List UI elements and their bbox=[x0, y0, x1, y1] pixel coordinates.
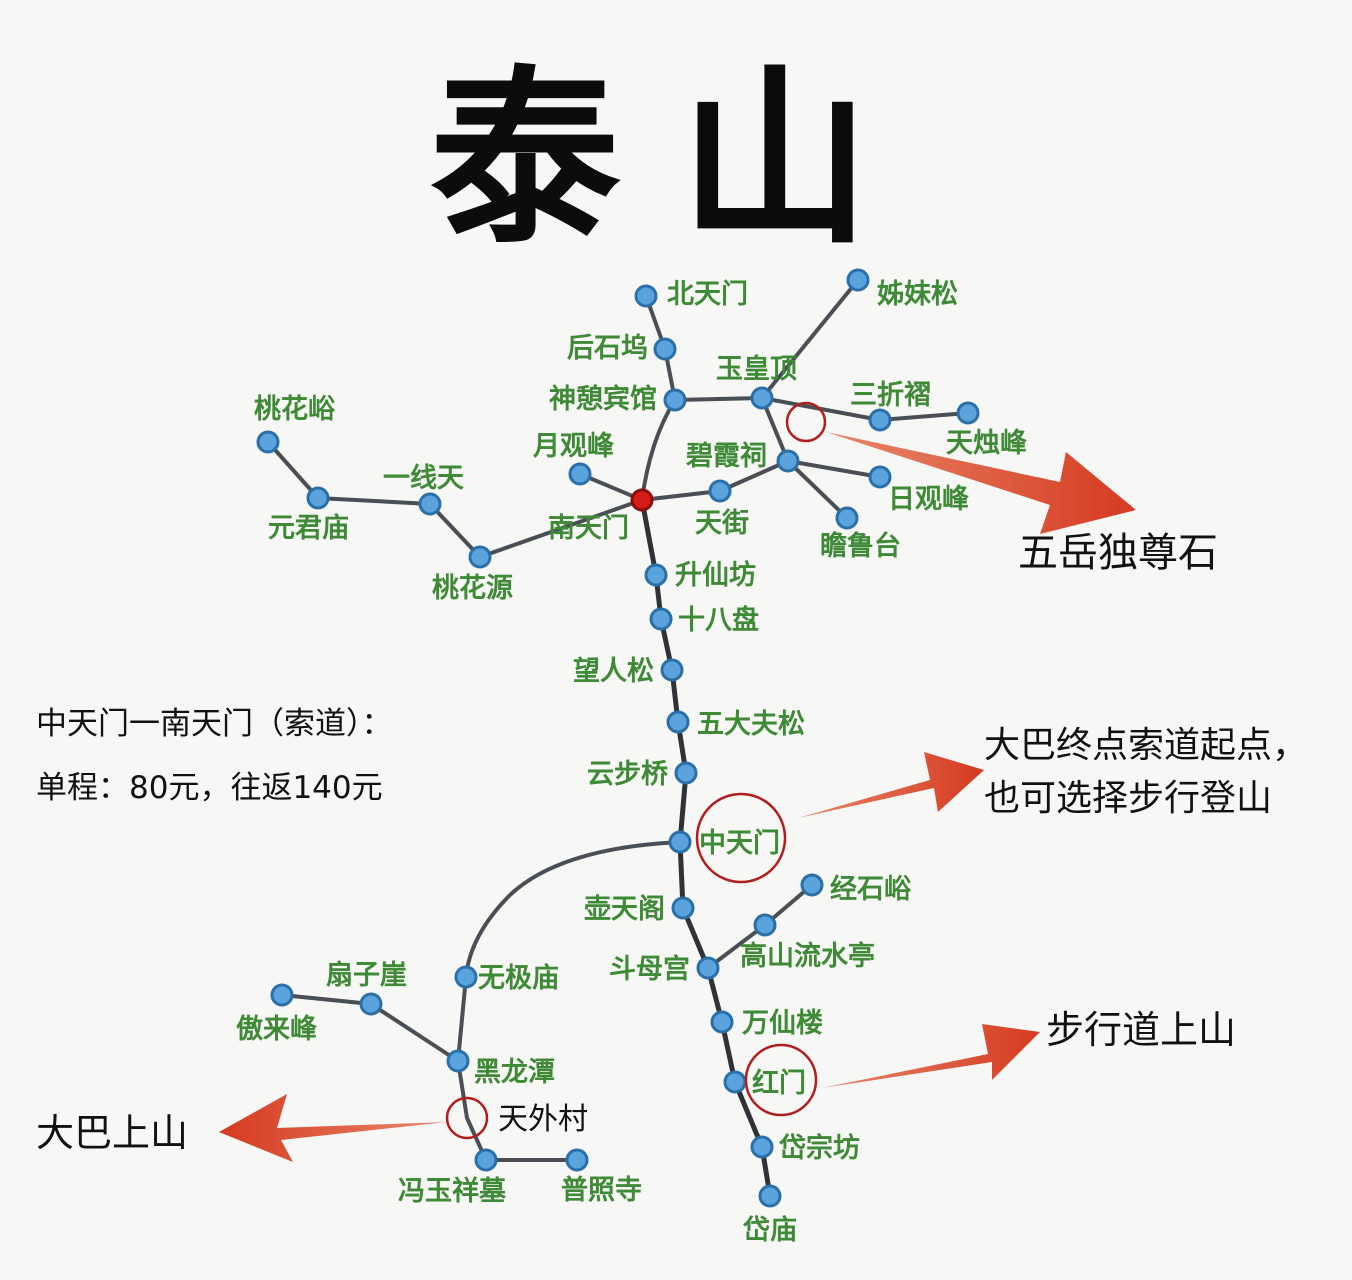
station-node bbox=[644, 563, 668, 587]
station-labels: 北天门 姊妹松 后石坞 玉皇顶 神憩宾馆 三折褶 桃花峪 天烛峰 月观峰 碧霞祠… bbox=[236, 279, 1027, 1246]
wuyue-arrow bbox=[826, 432, 1136, 534]
station-node bbox=[846, 268, 870, 292]
station-label-yuhuangding: 玉皇顶 bbox=[716, 354, 797, 385]
station-label-daimiao: 岱庙 bbox=[742, 1214, 797, 1246]
station-node bbox=[956, 401, 980, 425]
hongmen-arrow bbox=[822, 1024, 1040, 1088]
station-node bbox=[649, 607, 673, 631]
station-label-houshiwu: 后石坞 bbox=[567, 332, 648, 364]
station-label-gaoshanliushuiting: 高山流水亭 bbox=[740, 940, 875, 972]
station-label-yixiantian: 一线天 bbox=[383, 463, 464, 494]
station-node bbox=[666, 710, 690, 734]
station-label-wanxianlou: 万仙楼 bbox=[742, 1008, 823, 1039]
station-node bbox=[634, 284, 658, 308]
station-node bbox=[868, 408, 892, 432]
station-node bbox=[710, 1010, 734, 1034]
station-label-fengyuxiangmu: 冯玉祥墓 bbox=[398, 1175, 507, 1207]
station-label-bixiaci: 碧霞祠 bbox=[685, 441, 767, 472]
station-node bbox=[668, 830, 692, 854]
bus-end-note-line1: 大巴终点索道起点， bbox=[984, 725, 1308, 766]
station-label-hongmen: 红门 bbox=[752, 1067, 806, 1099]
station-node bbox=[565, 1148, 589, 1172]
station-node bbox=[663, 388, 687, 412]
station-label-tianwaicun: 天外村 bbox=[498, 1102, 588, 1137]
station-node bbox=[474, 1148, 498, 1172]
station-node bbox=[674, 761, 698, 785]
map-title: 泰山 bbox=[430, 47, 930, 270]
station-label-shanziya: 扇子崖 bbox=[326, 959, 407, 991]
station-node bbox=[800, 873, 824, 897]
station-label-wangrensong: 望人松 bbox=[573, 656, 654, 687]
annotation-texts: 五岳独尊石 大巴终点索道起点， 也可选择步行登山 中天门一南天门（索道）： 单程… bbox=[36, 530, 1308, 1155]
station-label-jingshiyu: 经石峪 bbox=[830, 873, 912, 905]
highlight-rings bbox=[445, 401, 827, 1140]
zhongtianmen-arrow bbox=[798, 752, 984, 818]
station-node bbox=[306, 486, 330, 510]
station-node bbox=[468, 545, 492, 569]
station-node bbox=[835, 506, 859, 530]
station-label-yueguanfeng: 月观峰 bbox=[532, 431, 614, 462]
station-label-yuanjunmiao: 元君庙 bbox=[268, 512, 349, 544]
station-node bbox=[270, 983, 294, 1007]
station-node bbox=[776, 449, 800, 473]
station-node bbox=[868, 465, 892, 489]
station-node bbox=[758, 1184, 782, 1208]
station-node bbox=[750, 1135, 774, 1159]
wuyue-stone-label: 五岳独尊石 bbox=[1018, 530, 1218, 576]
bus-up-arrow bbox=[219, 1094, 447, 1162]
station-node bbox=[568, 462, 592, 486]
station-node bbox=[696, 956, 720, 980]
station-node bbox=[671, 896, 695, 920]
station-node bbox=[256, 430, 280, 454]
station-label-hutiange: 壶天阁 bbox=[584, 893, 665, 925]
station-label-zimeisong: 姊妹松 bbox=[877, 279, 958, 310]
wuyue-stone-ring bbox=[785, 401, 827, 443]
station-label-shenqibinguan: 神憩宾馆 bbox=[549, 383, 657, 415]
station-label-taohuayu: 桃花峪 bbox=[254, 394, 336, 425]
station-nodes bbox=[256, 268, 980, 1208]
station-node bbox=[750, 386, 774, 410]
zhongtianmen-ring bbox=[695, 792, 787, 884]
station-label-aolaifeng: 傲来峰 bbox=[236, 1014, 317, 1045]
hongmen-ring bbox=[744, 1043, 818, 1117]
station-node bbox=[723, 1070, 747, 1094]
station-label-beitianmen: 北天门 bbox=[667, 279, 748, 310]
station-label-tianzhufeng: 天烛峰 bbox=[946, 428, 1027, 459]
station-label-yunbuqiao: 云步桥 bbox=[587, 759, 668, 790]
cable-note-line1: 中天门一南天门（索道）： bbox=[36, 706, 393, 742]
station-label-wujimiao: 无极庙 bbox=[478, 962, 559, 994]
station-label-shengxianfang: 升仙坊 bbox=[675, 560, 756, 591]
walk-up-label: 步行道上山 bbox=[1046, 1008, 1236, 1052]
tianwaicun-ring bbox=[445, 1096, 489, 1140]
station-node bbox=[359, 992, 383, 1016]
station-label-zhanlutai: 瞻鲁台 bbox=[820, 530, 901, 562]
station-node bbox=[660, 658, 684, 682]
station-node bbox=[418, 492, 442, 516]
nantianmen-hub-node bbox=[630, 488, 654, 512]
station-label-riguanfeng: 日观峰 bbox=[888, 484, 969, 515]
station-label-sanzhezhe: 三折褶 bbox=[850, 380, 931, 411]
station-label-shibapan: 十八盘 bbox=[678, 604, 759, 636]
station-node bbox=[446, 1049, 470, 1073]
bus-up-label: 大巴上山 bbox=[36, 1111, 188, 1155]
station-label-tianjie: 天街 bbox=[695, 508, 749, 539]
station-node bbox=[708, 479, 732, 503]
station-label-zhongtianmen: 中天门 bbox=[699, 828, 780, 859]
station-node bbox=[653, 337, 677, 361]
station-label-daizongfang: 岱宗坊 bbox=[778, 1132, 860, 1164]
station-node bbox=[454, 965, 478, 989]
bus-end-note-line2: 也可选择步行登山 bbox=[984, 778, 1272, 819]
station-label-doumugong: 斗母宫 bbox=[609, 953, 690, 985]
station-label-puzhaosi: 普照寺 bbox=[561, 1174, 642, 1206]
station-label-taohuayuan: 桃花源 bbox=[432, 573, 513, 604]
station-label-nantianmen: 南天门 bbox=[548, 513, 629, 544]
annotation-arrows bbox=[219, 432, 1136, 1162]
cable-note-line2: 单程：80元，往返140元 bbox=[36, 770, 383, 806]
station-node bbox=[753, 913, 777, 937]
station-label-heilongtan: 黑龙潭 bbox=[474, 1057, 555, 1088]
station-label-wudafusong: 五大夫松 bbox=[697, 709, 805, 740]
